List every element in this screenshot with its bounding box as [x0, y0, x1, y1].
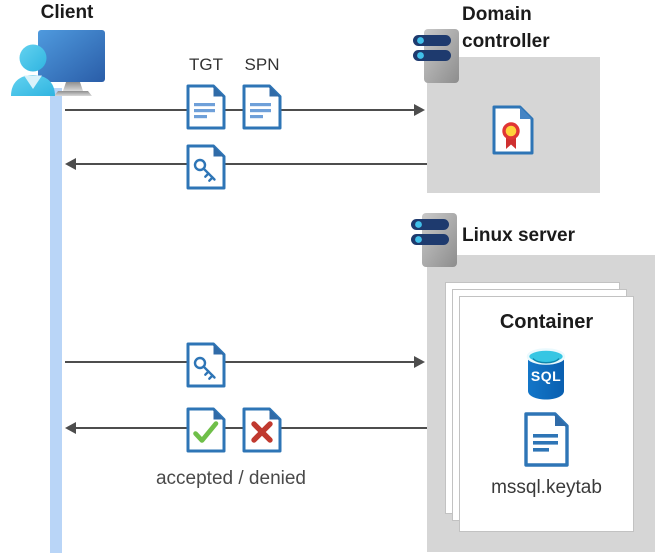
keytab-document-icon	[524, 412, 569, 467]
accepted-check-document-icon	[186, 407, 226, 453]
domain-controller-label: Domain controller	[462, 4, 550, 52]
client-label: Client	[40, 2, 94, 23]
tgt-document-icon	[186, 84, 226, 130]
sql-badge-label: SQL	[530, 368, 562, 384]
sql-database-icon	[526, 348, 566, 400]
client-computer-user-icon	[11, 30, 105, 96]
arrow-client-to-dc	[65, 104, 425, 116]
container-label: Container	[499, 311, 594, 333]
spn-document-icon	[242, 84, 282, 130]
linux-server-label: Linux server	[462, 225, 575, 246]
server-icon	[411, 213, 457, 267]
denied-cross-document-icon	[242, 407, 282, 453]
spn-label: SPN	[244, 55, 280, 74]
server-icon	[413, 29, 459, 83]
certificate-icon	[492, 105, 534, 155]
keytab-filename-label: mssql.keytab	[491, 477, 602, 498]
accepted-denied-label: accepted / denied	[155, 468, 306, 489]
tgt-label: TGT	[189, 55, 223, 74]
arrow-client-to-container	[65, 356, 425, 368]
arrow-dc-to-client	[65, 158, 427, 170]
client-lifeline-bar	[50, 88, 62, 553]
key-document-icon	[186, 144, 226, 190]
key-document-icon	[186, 342, 226, 388]
